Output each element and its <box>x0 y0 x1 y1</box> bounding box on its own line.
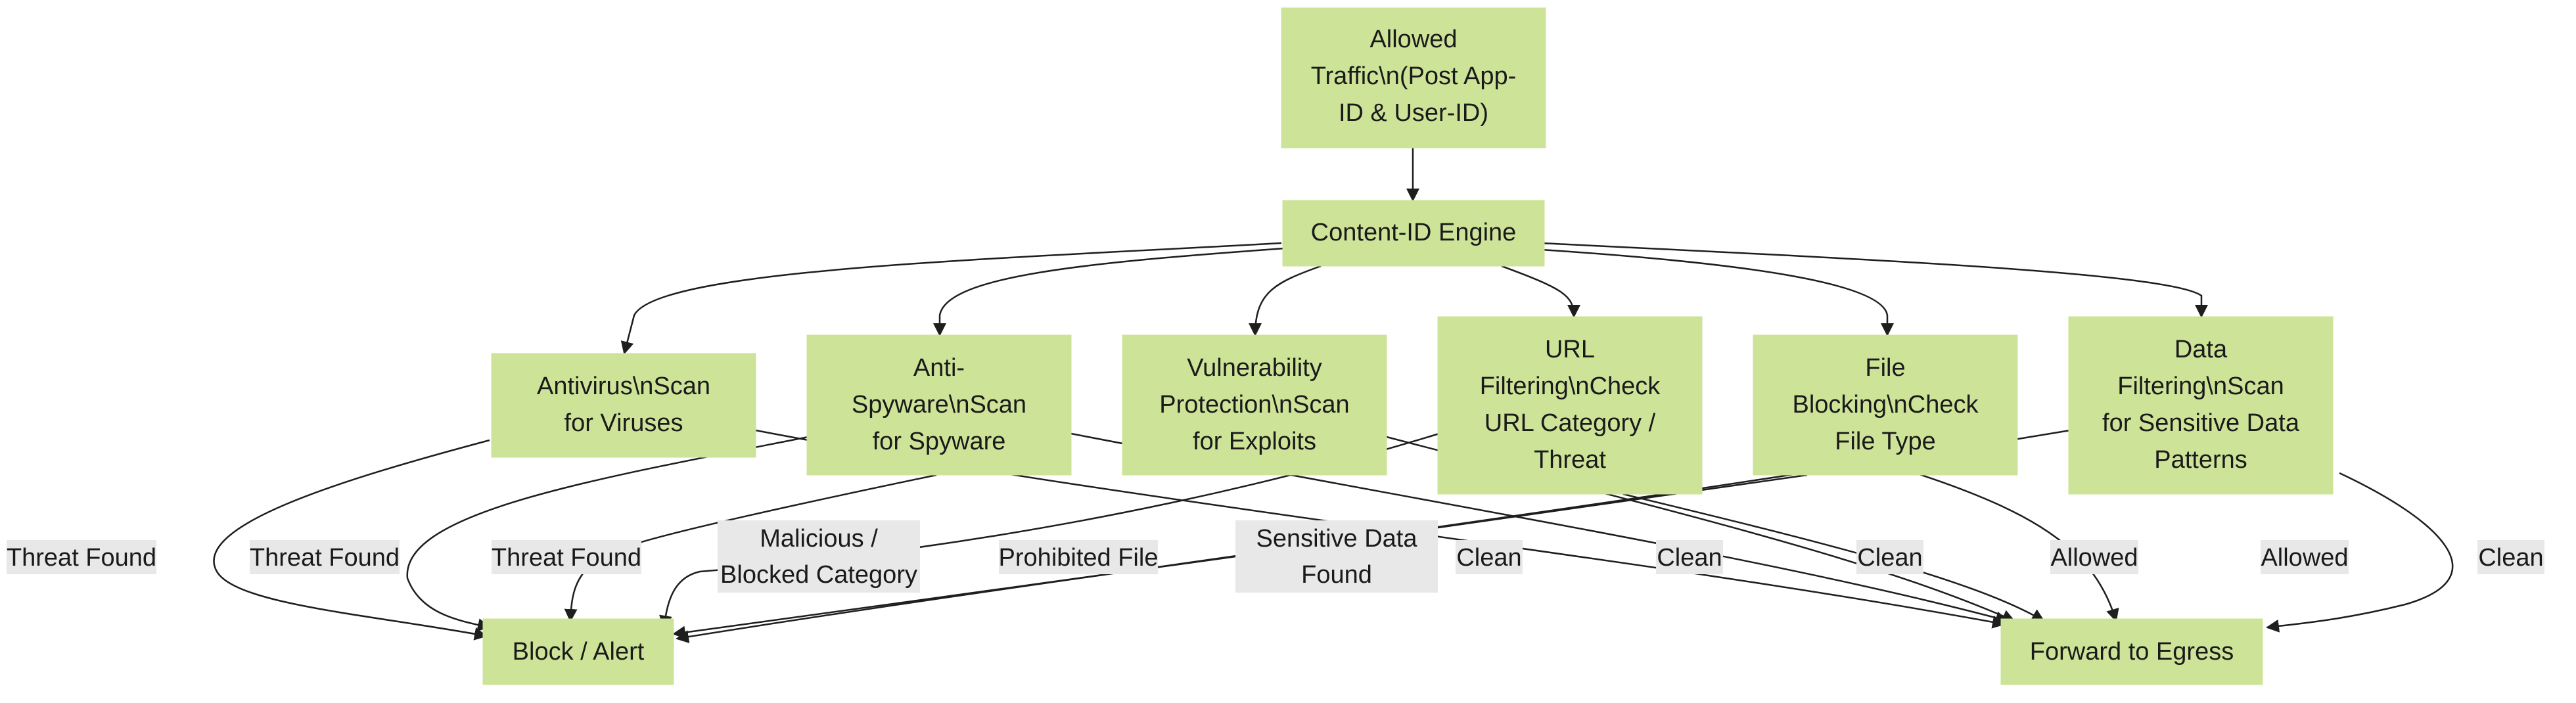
svg-text:Blocked Category: Blocked Category <box>720 561 917 589</box>
edge-content-id-to-antivirus <box>620 242 1282 355</box>
svg-text:Vulnerability: Vulnerability <box>1187 354 1322 382</box>
svg-text:File: File <box>1865 354 1905 382</box>
node-url-filtering: URL Filtering\nCheck URL Category / Thre… <box>1437 316 1703 495</box>
svg-text:Filtering\nCheck: Filtering\nCheck <box>1480 373 1661 400</box>
svg-text:Prohibited File: Prohibited File <box>999 544 1159 572</box>
svg-text:Protection\nScan: Protection\nScan <box>1159 391 1349 419</box>
edge-content-id-to-file-blocking <box>1540 248 1894 336</box>
node-content-id-engine: Content-ID Engine <box>1282 200 1545 267</box>
svg-text:File Type: File Type <box>1835 428 1935 455</box>
edge-label-threat-found-2: Threat Found <box>250 540 400 574</box>
edge-label-clean-1: Clean <box>1456 540 1523 574</box>
svg-text:Allowed: Allowed <box>2261 544 2348 572</box>
svg-text:Data: Data <box>2174 336 2228 363</box>
edge-label-allowed-1: Allowed <box>2050 540 2138 574</box>
svg-text:for Exploits: for Exploits <box>1193 428 1316 455</box>
edge-content-id-to-data-filtering <box>1540 242 2208 318</box>
svg-text:Threat Found: Threat Found <box>250 544 400 572</box>
svg-text:Forward to Egress: Forward to Egress <box>2030 638 2234 666</box>
svg-text:Sensitive Data: Sensitive Data <box>1256 525 1417 553</box>
edge-content-id-to-vulnerability <box>1249 265 1322 336</box>
edge-label-clean-2: Clean <box>1656 540 1723 574</box>
node-forward-to-egress: Forward to Egress <box>2000 618 2263 685</box>
svg-text:Malicious /: Malicious / <box>760 525 878 553</box>
svg-text:Patterns: Patterns <box>2154 446 2247 474</box>
svg-text:Content-ID Engine: Content-ID Engine <box>1311 219 1517 246</box>
edge-label-threat-found-3: Threat Found <box>492 540 641 574</box>
edge-label-allowed-2: Allowed <box>2261 540 2349 574</box>
edge-antispyware-to-block <box>406 436 809 631</box>
svg-text:ID & User-ID): ID & User-ID) <box>1339 99 1488 127</box>
edge-content-id-to-antispyware <box>933 247 1285 336</box>
svg-text:Found: Found <box>1301 561 1372 589</box>
svg-text:URL: URL <box>1545 336 1595 363</box>
edge-label-clean-4: Clean <box>2477 540 2544 574</box>
svg-text:for Spyware: for Spyware <box>873 428 1006 455</box>
edge-label-clean-3: Clean <box>1856 540 1923 574</box>
svg-text:Allowed: Allowed <box>2050 544 2138 572</box>
svg-text:Spyware\nScan: Spyware\nScan <box>852 391 1026 419</box>
svg-text:Clean: Clean <box>2478 544 2543 572</box>
svg-text:Block / Alert: Block / Alert <box>513 638 645 666</box>
svg-text:Threat Found: Threat Found <box>7 544 156 572</box>
node-file-blocking: File Blocking\nCheck File Type <box>1753 334 2018 476</box>
svg-text:Threat Found: Threat Found <box>492 544 641 572</box>
edge-label-threat-found-1: Threat Found <box>7 540 156 574</box>
svg-text:Blocking\nCheck: Blocking\nCheck <box>1792 391 1979 419</box>
svg-text:Clean: Clean <box>1456 544 1521 572</box>
node-allowed-traffic: Allowed Traffic\n(Post App- ID & User-ID… <box>1281 7 1546 148</box>
edge-label-sensitive-data: Sensitive Data Found <box>1235 520 1438 593</box>
node-anti-spyware: Anti- Spyware\nScan for Spyware <box>806 334 1072 476</box>
edge-content-id-to-url-filtering <box>1501 265 1580 318</box>
node-antivirus: Antivirus\nScan for Viruses <box>491 353 756 458</box>
svg-text:Anti-: Anti- <box>913 354 965 382</box>
svg-text:for Sensitive Data: for Sensitive Data <box>2102 409 2300 437</box>
edge-data-filtering-to-egress <box>2266 472 2454 633</box>
svg-text:Filtering\nScan: Filtering\nScan <box>2117 373 2284 400</box>
svg-text:Antivirus\nScan: Antivirus\nScan <box>537 373 710 400</box>
node-vulnerability-protection: Vulnerability Protection\nScan for Explo… <box>1122 334 1387 476</box>
edge-label-prohibited-file: Prohibited File <box>999 540 1159 574</box>
svg-text:Threat: Threat <box>1534 446 1606 474</box>
svg-text:Allowed: Allowed <box>1369 26 1457 53</box>
svg-text:for Viruses: for Viruses <box>564 409 683 437</box>
svg-text:Traffic\n(Post App-: Traffic\n(Post App- <box>1311 62 1517 90</box>
svg-text:Clean: Clean <box>1657 544 1722 572</box>
edge-antivirus-to-block <box>213 439 490 641</box>
svg-text:Clean: Clean <box>1857 544 1922 572</box>
edge-label-malicious-blocked: Malicious / Blocked Category <box>718 520 920 593</box>
node-block-alert: Block / Alert <box>482 618 674 685</box>
svg-text:URL Category /: URL Category / <box>1484 409 1656 437</box>
node-data-filtering: Data Filtering\nScan for Sensitive Data … <box>2068 316 2334 495</box>
edge-vulnerability-to-block <box>564 474 937 622</box>
